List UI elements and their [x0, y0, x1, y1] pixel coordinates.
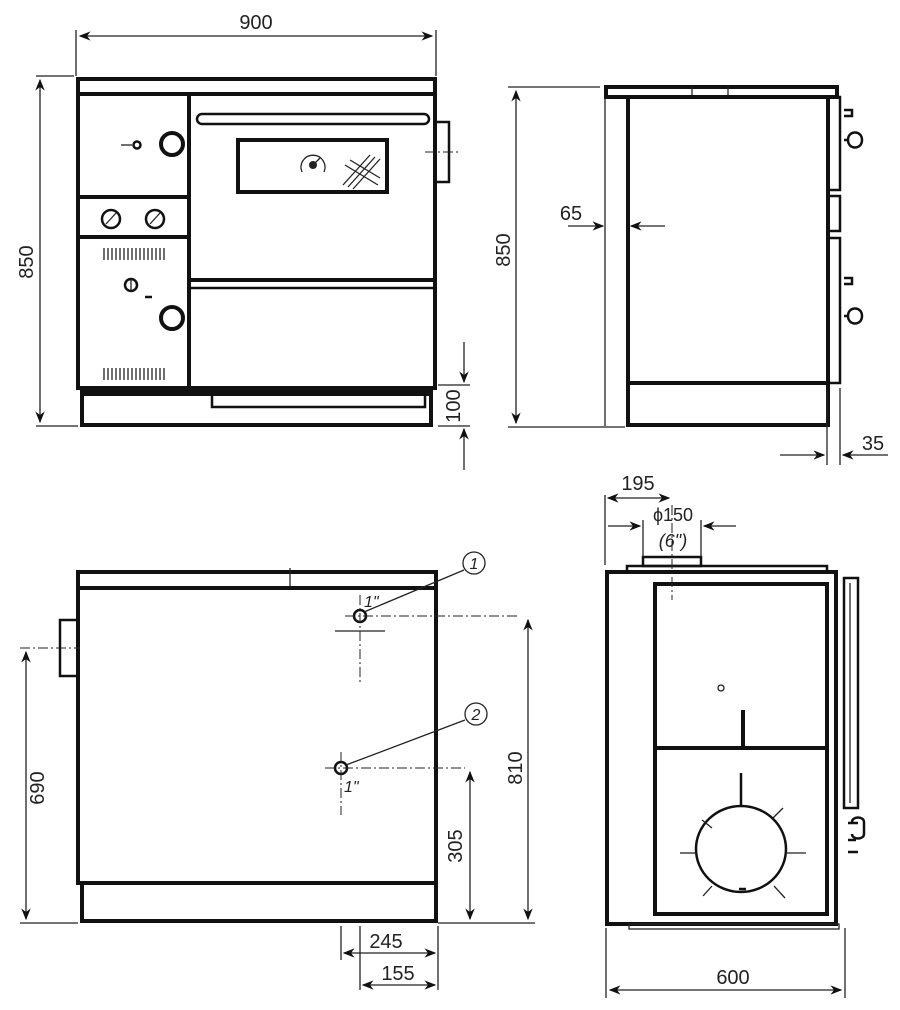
door-handle-top	[159, 131, 185, 157]
vent-grille-bottom	[103, 368, 165, 380]
firebox-dial-icon	[680, 773, 806, 899]
thermometer-icon	[300, 154, 326, 173]
handle-knob-bottom	[844, 276, 864, 325]
handle-knob-top	[844, 108, 864, 149]
dim-side-depth-offset: 35	[862, 433, 884, 455]
ash-drawer	[210, 392, 427, 409]
connection-2-marker: 2	[471, 707, 481, 724]
oven-handle	[195, 112, 431, 126]
dim-side-offset: 65	[560, 203, 582, 225]
handle-knob-side	[848, 816, 866, 854]
vent-grille-top	[103, 248, 165, 260]
control-knob-small	[132, 140, 142, 150]
oven-window	[236, 138, 389, 194]
gauge-icon-1	[100, 208, 122, 230]
dim-rear-left-height: 690	[27, 771, 49, 804]
connection-1: 1 1"	[335, 551, 520, 685]
rear-view: 1 1" 2 1" 690 810 305 245 155	[20, 551, 535, 990]
door-handle-bottom	[159, 305, 185, 331]
gauge-icon-2	[144, 208, 166, 230]
dim-front-width: 900	[239, 12, 272, 34]
connection-2-size: 1"	[344, 779, 360, 796]
dim-front-height: 850	[16, 245, 38, 278]
dim-rear-mid-height: 305	[445, 829, 467, 862]
connection-2: 2 1"	[325, 702, 488, 815]
side-view-left: 195 ϕ150 (6") 600	[604, 473, 866, 998]
front-view: 900 850 100	[16, 12, 470, 470]
glass-hatch-icon	[342, 154, 381, 190]
dim-side-depth: 600	[716, 967, 749, 989]
dim-plinth-height: 100	[443, 389, 465, 422]
connection-1-size: 1"	[364, 594, 380, 611]
dim-side-height: 850	[493, 233, 515, 266]
dim-flue-diameter: ϕ150	[653, 505, 693, 525]
dim-rear-horiz-2: 155	[381, 963, 414, 985]
dim-flue-diameter-inch: (6")	[659, 531, 687, 551]
dim-rear-horiz-1: 245	[369, 931, 402, 953]
dim-flue-offset: 195	[621, 473, 654, 495]
connection-1-marker: 1	[470, 556, 479, 573]
plinth	[80, 388, 433, 427]
dim-rear-right-height: 810	[505, 751, 527, 784]
side-view-right: 850 65 35	[493, 85, 888, 465]
